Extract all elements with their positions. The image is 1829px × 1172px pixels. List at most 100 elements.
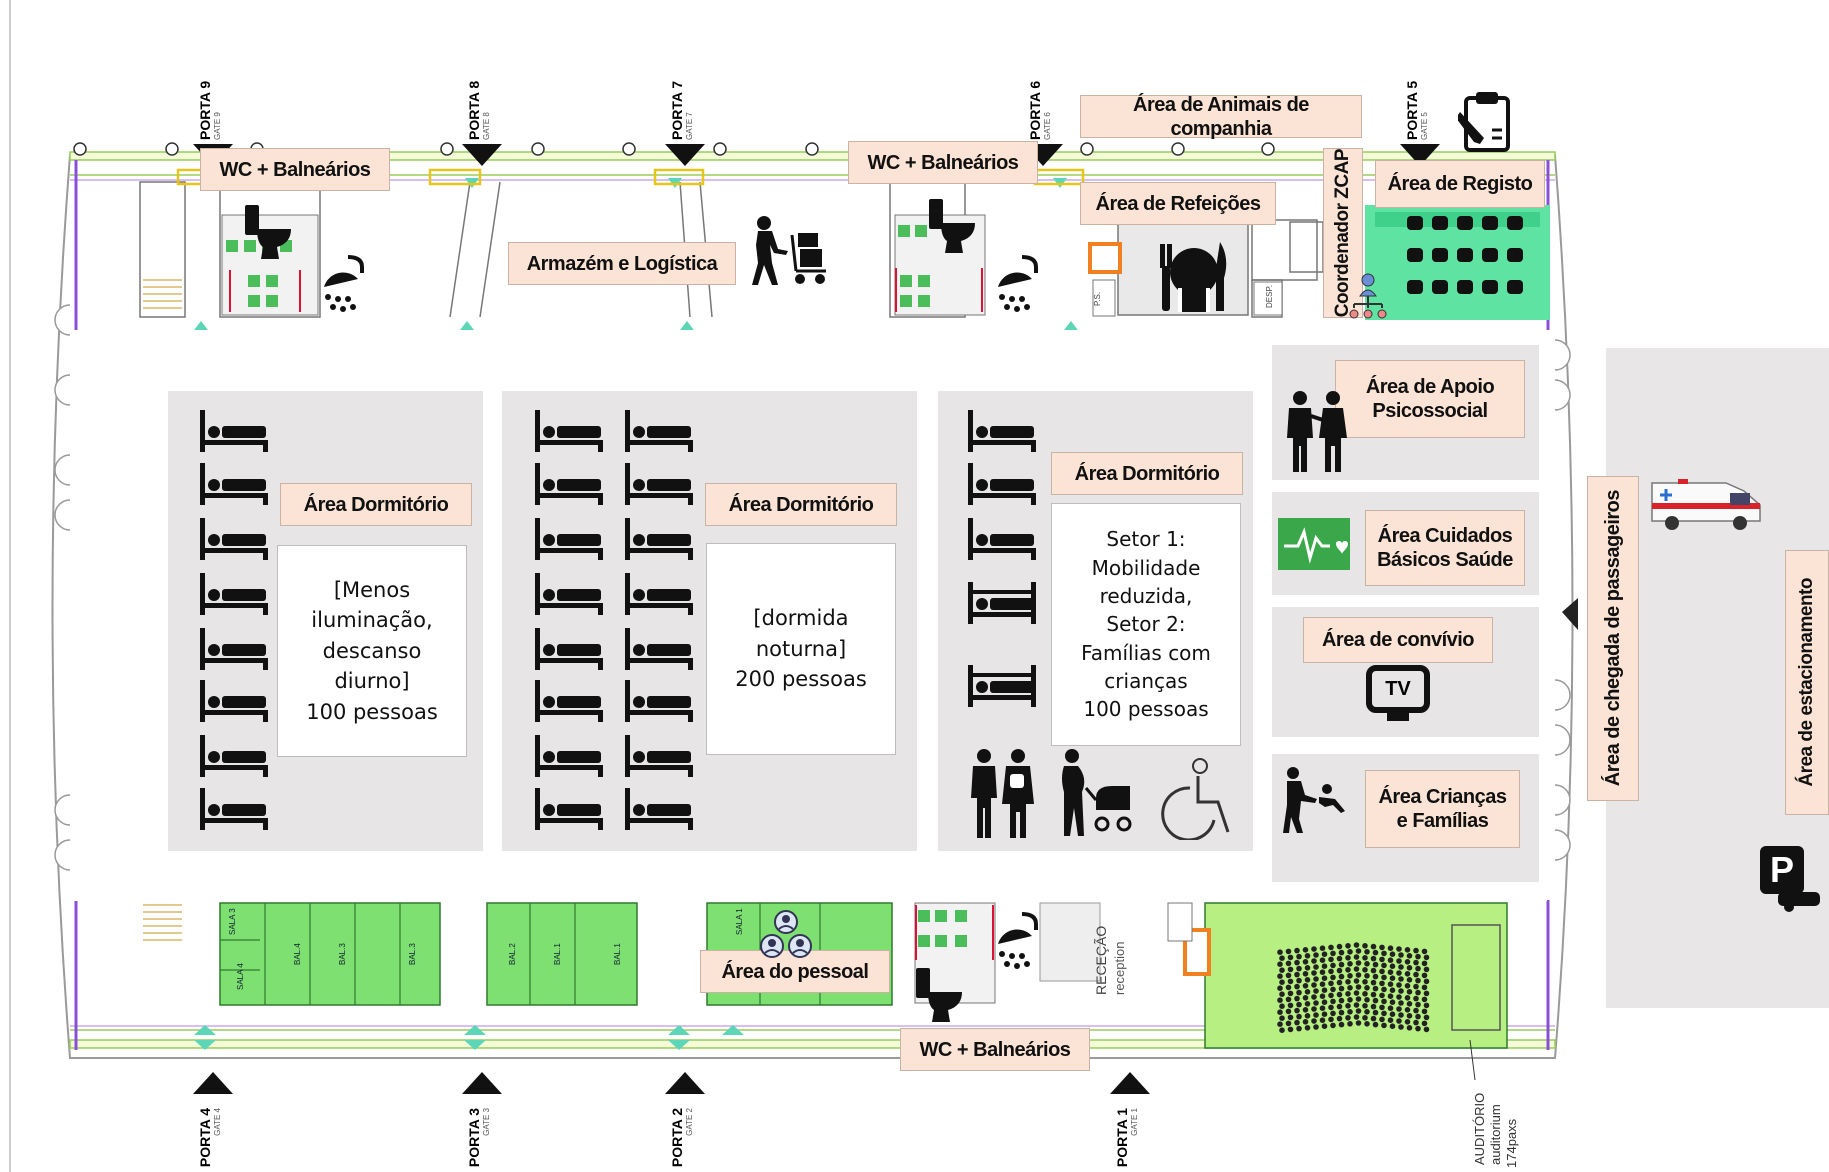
- auditorium-en: auditorium: [1488, 1104, 1503, 1165]
- bed-icon: [535, 573, 603, 615]
- bed-icon: [625, 518, 693, 560]
- toilet-icon: [929, 199, 975, 253]
- reception-pt: RECEÇÃO: [1093, 925, 1109, 995]
- tv-label: TV: [1366, 665, 1430, 713]
- bed-icon: [968, 410, 1036, 452]
- staff-group-icon: [760, 910, 812, 958]
- gate-label: PORTA 8: [466, 80, 482, 140]
- hierarchy-icon: [1349, 273, 1387, 319]
- wheelchair-icon: [1161, 758, 1230, 840]
- bunk-bed-icon: [968, 582, 1036, 624]
- gate-arrow-icon: [665, 144, 705, 166]
- dormitory-label-2: Área Dormitório: [705, 483, 897, 526]
- gate-label: PORTA 9: [197, 80, 213, 140]
- bed-icon: [200, 628, 268, 670]
- auditorium-pt: AUDITÓRIO: [1472, 1092, 1487, 1165]
- bed-icon: [625, 788, 693, 830]
- wc-label-top-left: WC + Balneários: [200, 148, 390, 191]
- registration-area-label: Área de Registo: [1375, 160, 1545, 208]
- svg-text:DESP.: DESP.: [1265, 285, 1274, 308]
- child-care-icon: [1283, 767, 1345, 833]
- gate-sublabel: GATE 1: [1130, 1108, 1139, 1136]
- shower-icon: [998, 912, 1038, 969]
- svg-text:SALA 1: SALA 1: [735, 908, 744, 935]
- gate-label: PORTA 7: [669, 80, 685, 140]
- gate-arrow-icon: [193, 1072, 233, 1094]
- reception-en-text: reception: [1112, 905, 1127, 995]
- bed-icon: [200, 680, 268, 722]
- dormitory-info-3: Setor 1: Mobilidade reduzida, Setor 2: F…: [1051, 503, 1241, 746]
- bed-icon: [625, 573, 693, 615]
- gate-sublabel: GATE 7: [685, 112, 694, 140]
- auditorium-capacity: 174paxs: [1504, 1118, 1519, 1168]
- passenger-arrival-label-text: Área de chegada de passageiros: [1602, 490, 1624, 787]
- gate-sublabel: GATE 3: [482, 1108, 491, 1136]
- bed-icon: [535, 463, 603, 505]
- coordinator-label: Coordenador ZCAP: [1323, 148, 1363, 318]
- bed-icon: [968, 463, 1036, 505]
- pet-area-label: Área de Animais de companhia: [1080, 94, 1362, 140]
- family-icon: [971, 749, 1034, 838]
- reception-text: RECEÇÃO: [1093, 905, 1109, 995]
- svg-text:BAL.2: BAL.2: [508, 943, 517, 965]
- bed-icon: [200, 463, 268, 505]
- svg-text:BAL.1: BAL.1: [613, 943, 622, 965]
- bed-icon: [625, 628, 693, 670]
- gate-label: PORTA 2: [669, 1108, 685, 1168]
- meals-area-label: Área de Refeições: [1080, 182, 1276, 225]
- gate-arrow-icon: [462, 144, 502, 166]
- gate-sublabel: GATE 6: [1043, 112, 1052, 140]
- bed-icon: [625, 410, 693, 452]
- gate-label: PORTA 4: [197, 1108, 213, 1168]
- basic-health-care-label: Área Cuidados Básicos Saúde: [1365, 510, 1525, 586]
- bed-icon: [200, 573, 268, 615]
- bed-icon: [200, 518, 268, 560]
- parking-letter: P: [1760, 846, 1804, 894]
- registration-seats-icon: [1407, 216, 1523, 294]
- shower-icon: [324, 255, 364, 312]
- worker-cart-icon: [752, 216, 826, 285]
- social-area-label: Área de convívio: [1303, 617, 1493, 663]
- reception-en: reception: [1112, 941, 1127, 995]
- svg-text:BAL.4: BAL.4: [293, 943, 302, 965]
- dormitory-info-1: [Menos iluminação, descanso diurno] 100 …: [277, 545, 467, 757]
- bed-icon: [535, 735, 603, 777]
- parking-area-label-text: Área de estacionamento: [1795, 578, 1817, 787]
- dormitory-label-3: Área Dormitório: [1051, 452, 1243, 495]
- svg-text:P.S.: P.S.: [1093, 292, 1102, 306]
- svg-text:BAL.3: BAL.3: [338, 943, 347, 965]
- bed-icon: [535, 628, 603, 670]
- gate-label: PORTA 5: [1404, 80, 1420, 140]
- svg-text:SALA 3: SALA 3: [228, 908, 237, 935]
- pregnant-stroller-icon: [1062, 749, 1132, 836]
- bed-icon: [200, 735, 268, 777]
- bed-icon: [625, 735, 693, 777]
- people-icon: [1287, 391, 1347, 472]
- bed-icon: [200, 788, 268, 830]
- gate-sublabel: GATE 2: [685, 1108, 694, 1136]
- bed-icon: [535, 518, 603, 560]
- gate-arrow-icon: [1400, 144, 1440, 166]
- bed-icon: [535, 788, 603, 830]
- staff-area-label: Área do pessoal: [700, 950, 890, 993]
- gate-label: PORTA 3: [466, 1108, 482, 1168]
- gate-sublabel: GATE 9: [213, 112, 222, 140]
- svg-text:SALA 4: SALA 4: [236, 963, 245, 990]
- bed-icon: [200, 410, 268, 452]
- bed-icon: [625, 680, 693, 722]
- bed-icon: [968, 518, 1036, 560]
- bed-icon: [535, 410, 603, 452]
- gate-arrow-icon: [665, 1072, 705, 1094]
- shower-icon: [998, 255, 1038, 312]
- heart-monitor-icon: [1278, 518, 1350, 570]
- bed-icon: [535, 680, 603, 722]
- gate-sublabel: GATE 5: [1420, 112, 1429, 140]
- auditorium-text: AUDITÓRIO: [1472, 1080, 1487, 1165]
- psychosocial-support-label: Área de Apoio Psicossocial: [1335, 360, 1525, 438]
- gate-label: PORTA 6: [1027, 80, 1043, 140]
